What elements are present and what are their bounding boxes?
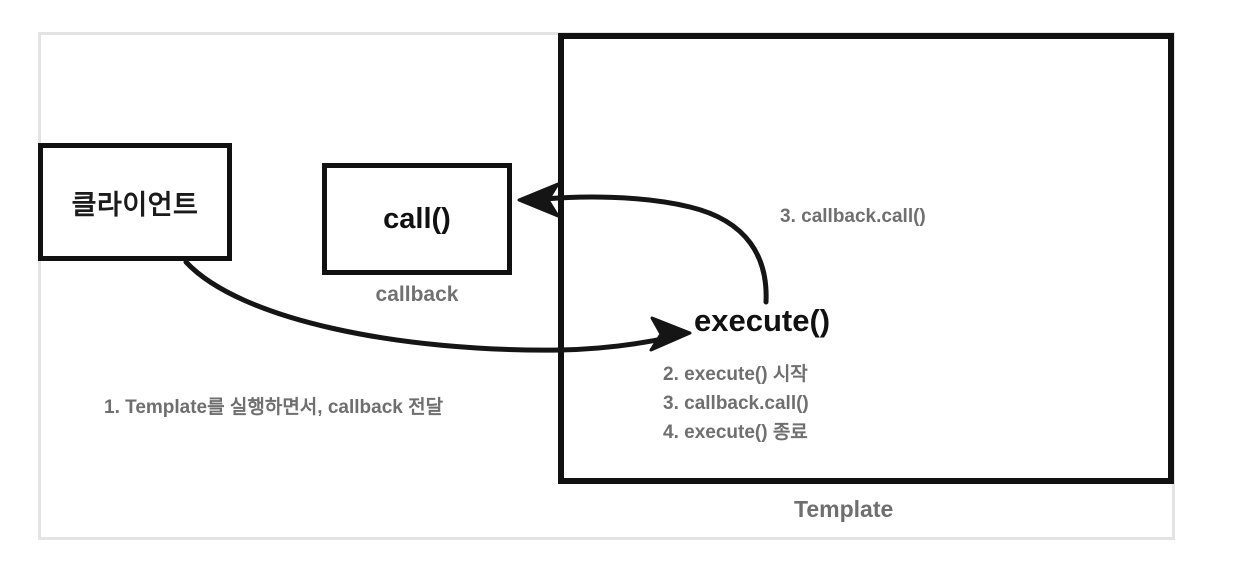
template-step-item: 4. execute() 종료 bbox=[663, 422, 808, 443]
callback-box: call() bbox=[322, 163, 512, 275]
template-step-list: 2. execute() 시작 3. callback.call() 4. ex… bbox=[663, 360, 809, 447]
template-boundary-box bbox=[558, 33, 1174, 484]
client-step-annotation: 1. Template를 실행하면서, callback 전달 bbox=[104, 397, 444, 418]
template-step-item: 3. callback.call() bbox=[663, 393, 809, 414]
execute-method-label: execute() bbox=[694, 303, 831, 338]
callback-call-method-label: call() bbox=[383, 202, 451, 235]
callback-box-caption: callback bbox=[375, 283, 459, 306]
callback-call-annotation: 3. callback.call() bbox=[780, 206, 926, 227]
template-step-item: 2. execute() 시작 bbox=[663, 364, 808, 385]
template-caption-label: Template bbox=[794, 496, 894, 522]
client-box-label: 클라이언트 bbox=[71, 189, 199, 220]
client-box: 클라이언트 bbox=[38, 143, 232, 261]
